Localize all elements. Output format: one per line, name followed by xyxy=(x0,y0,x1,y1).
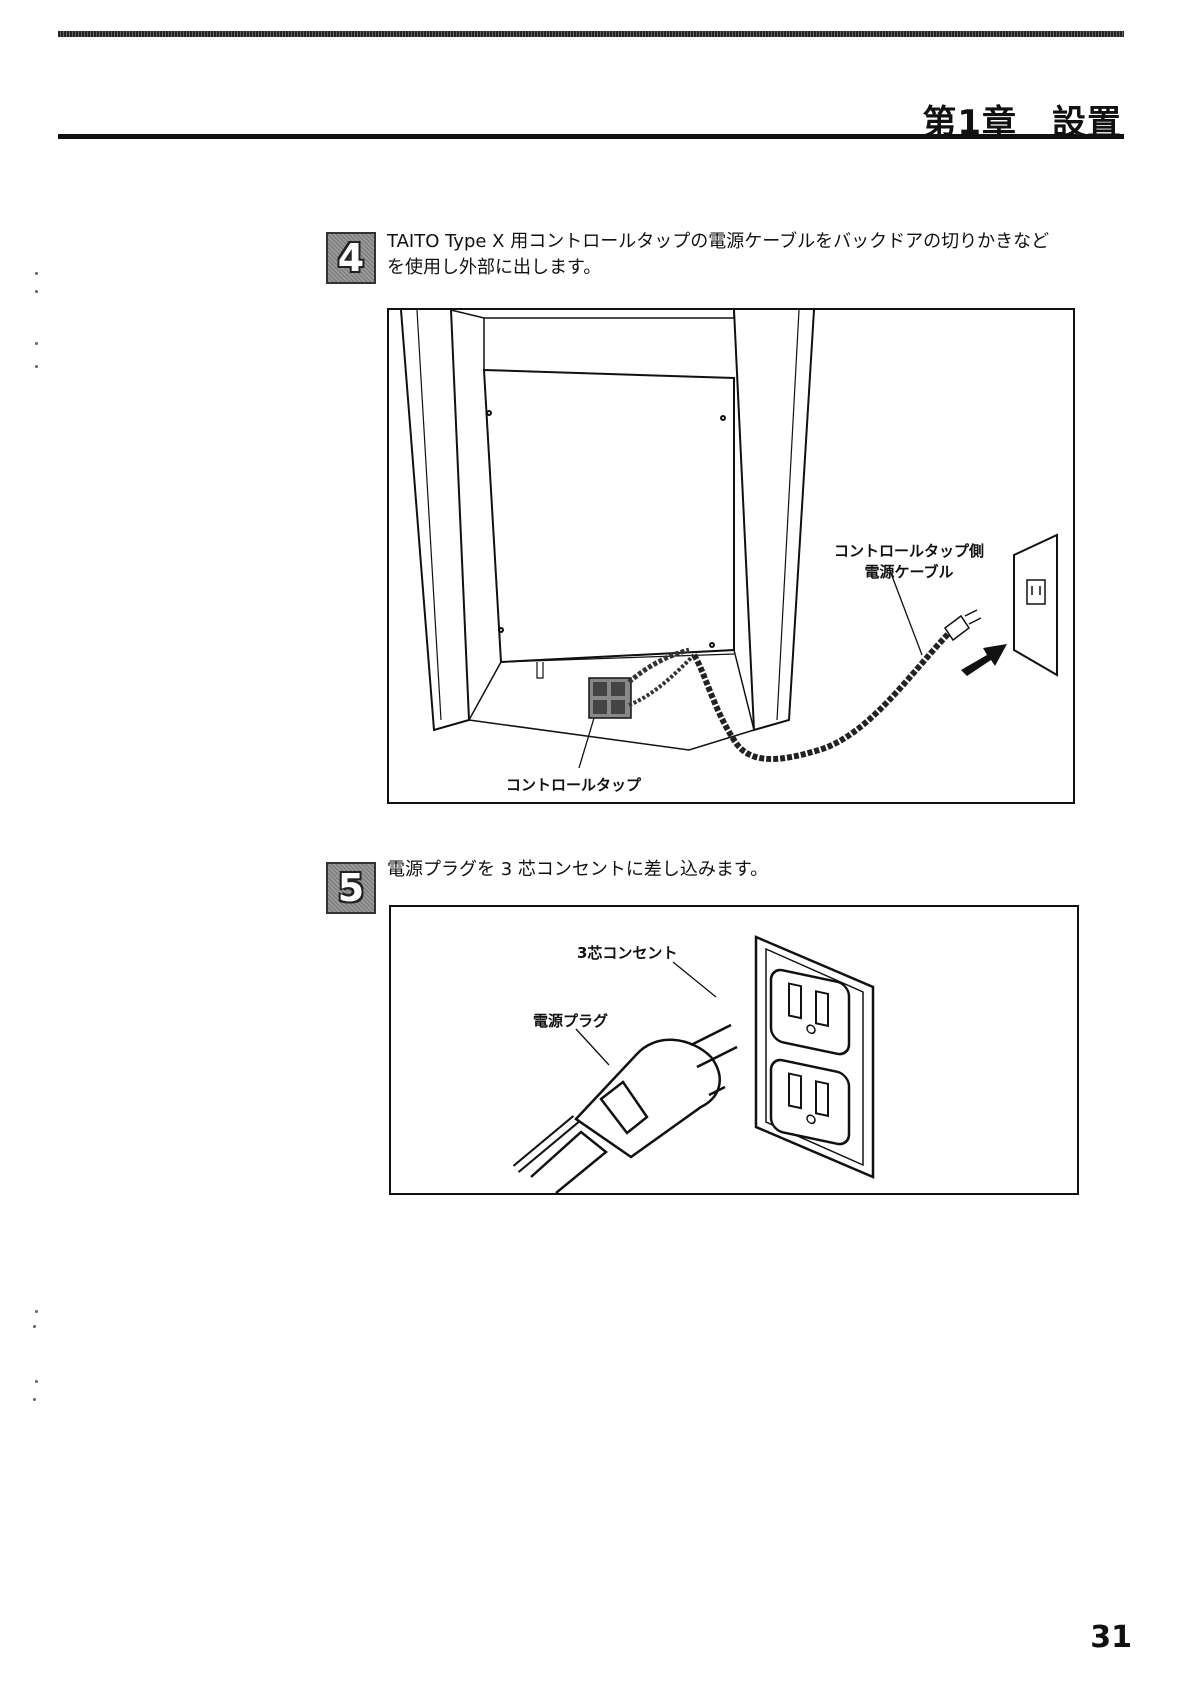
callout-control-tap: コントロールタップ xyxy=(506,776,642,794)
scan-speck xyxy=(33,1398,36,1401)
insert-arrow-icon xyxy=(961,644,1007,676)
page-number: 31 xyxy=(1090,1620,1132,1655)
step-5-text-line-1: 電源プラグを 3 芯コンセントに差し込みます。 xyxy=(387,859,769,880)
power-plug-icon xyxy=(512,1023,738,1193)
outlet-plug-illustration xyxy=(512,935,875,1193)
callout-cable: コントロールタップ側 電源ケーブル xyxy=(834,540,984,582)
step-5-badge: 5 xyxy=(326,862,376,914)
scan-speck xyxy=(35,365,38,368)
scan-speck xyxy=(35,272,38,275)
power-cable xyxy=(691,630,952,762)
figure-control-tap-cable: コントロールタップ側 電源ケーブル コントロールタップ xyxy=(387,308,1075,804)
scan-speck xyxy=(35,342,38,345)
scan-speck xyxy=(35,1310,38,1313)
step-4-text-line-2: を使用し外部に出します。 xyxy=(387,257,602,278)
scan-speck xyxy=(35,290,38,293)
callout-cable-line-2: 電源ケーブル xyxy=(864,563,954,581)
step-5-text: 電源プラグを 3 芯コンセントに差し込みます。 xyxy=(387,857,1087,883)
header-bottom-rule xyxy=(58,134,1124,139)
callout-outlet: 3芯コンセント xyxy=(577,944,678,962)
header-top-rule xyxy=(58,31,1124,37)
step-4-text: TAITO Type X 用コントロールタップの電源ケーブルをバックドアの切りか… xyxy=(387,229,1087,281)
figure-outlet-plug: 3芯コンセント 電源プラグ xyxy=(389,905,1079,1195)
callout-cable-line-1: コントロールタップ側 xyxy=(834,542,985,560)
step-4-text-line-1: TAITO Type X 用コントロールタップの電源ケーブルをバックドアの切りか… xyxy=(387,231,1050,252)
callout-plug: 電源プラグ xyxy=(533,1012,609,1030)
control-tap-shape xyxy=(588,647,696,719)
cabinet-back-illustration xyxy=(400,310,1058,769)
wall-outlet-icon xyxy=(1013,533,1058,677)
plug-icon xyxy=(943,609,982,642)
scan-speck xyxy=(33,1325,36,1328)
outlet-plate-icon xyxy=(754,935,875,1179)
step-4-badge: 4 xyxy=(326,232,376,284)
scan-speck xyxy=(35,1380,38,1383)
